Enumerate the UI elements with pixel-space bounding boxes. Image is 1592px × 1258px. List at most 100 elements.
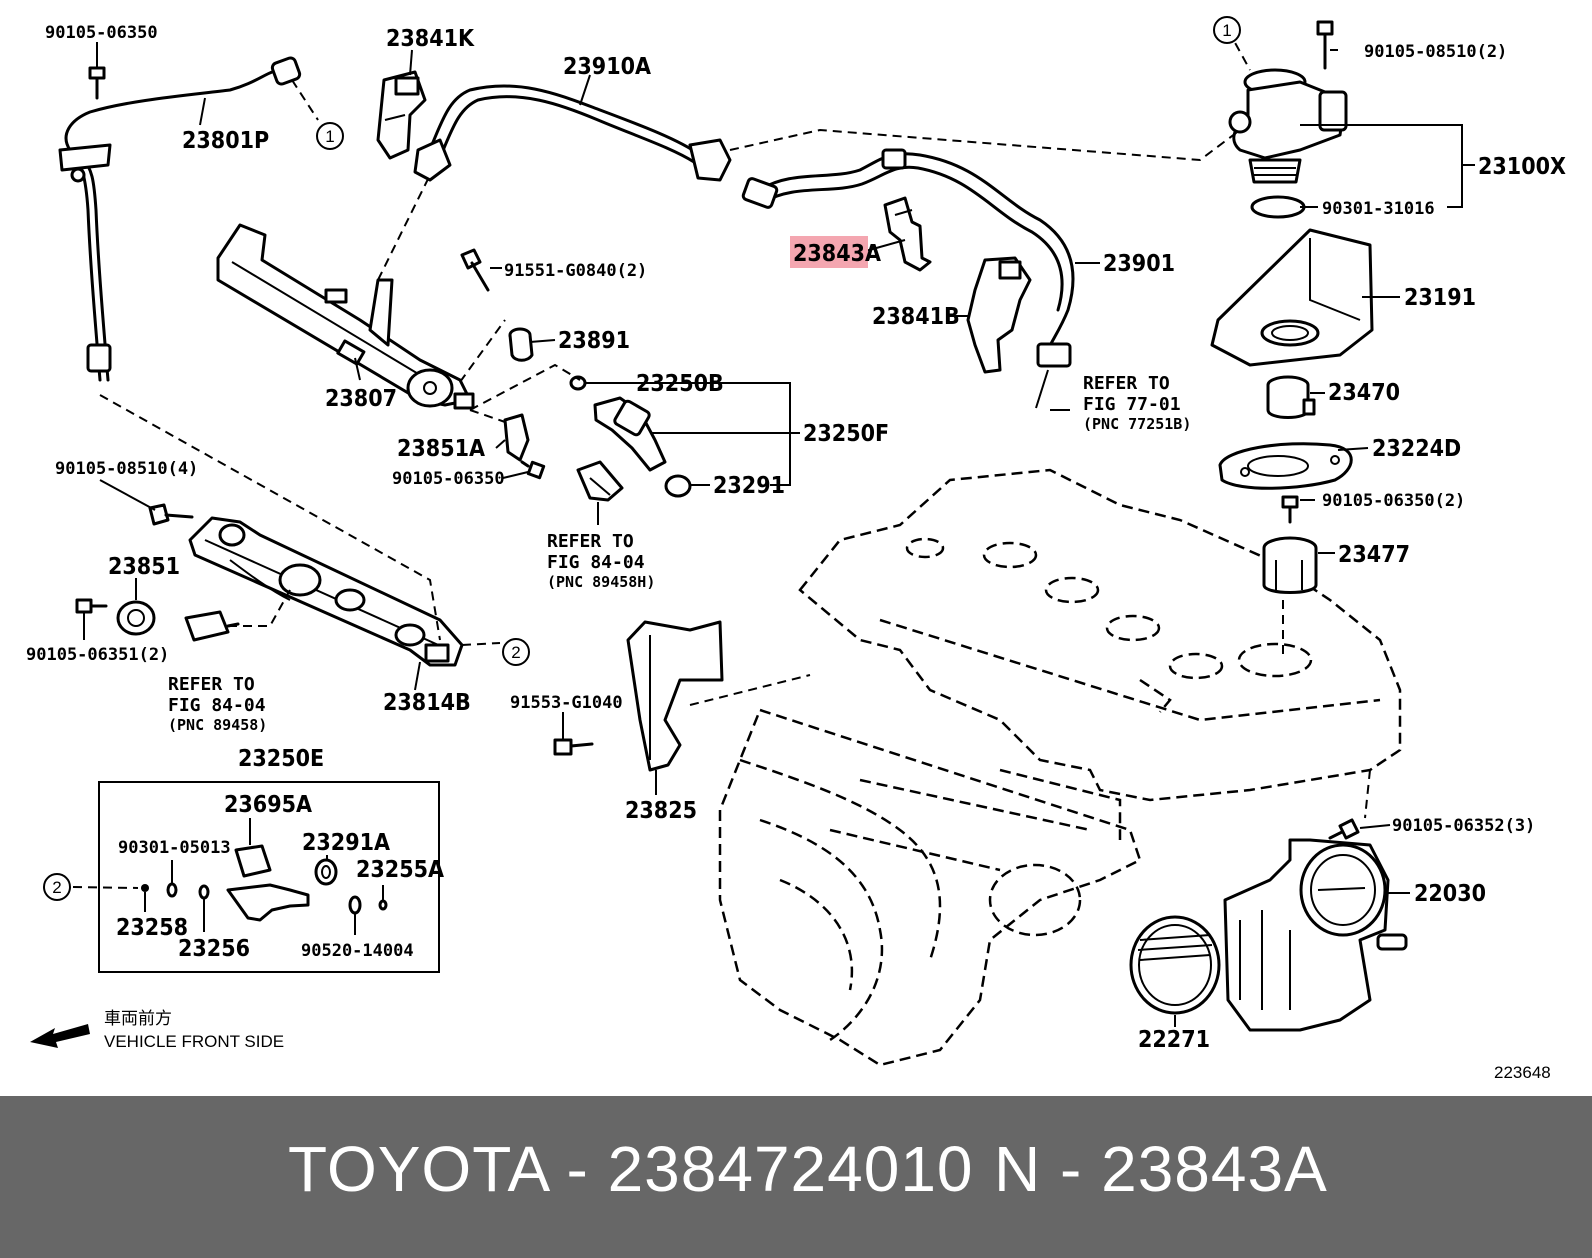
label-90520-14004[interactable]: 90520-14004 — [301, 941, 414, 961]
label-23814B[interactable]: 23814B — [383, 690, 471, 716]
svg-text:1: 1 — [1222, 21, 1231, 40]
label-23851[interactable]: 23851 — [108, 554, 180, 580]
front-arrow-icon — [30, 1024, 90, 1048]
part-23851-clamp — [116, 600, 156, 636]
bolt-90105-06350-2 — [1281, 495, 1299, 524]
svg-text:REFER TO: REFER TO — [547, 531, 634, 552]
leader-lines — [83, 42, 1475, 1027]
svg-text:(PNC 89458H): (PNC 89458H) — [547, 573, 655, 591]
part-23891-spacer — [508, 327, 534, 362]
label-23250B[interactable]: 23250B — [636, 371, 724, 397]
part-23191-insulator — [1210, 228, 1374, 367]
svg-text:FIG 84-04: FIG 84-04 — [168, 695, 266, 716]
bolt-90105-06351 — [75, 598, 108, 614]
label-23901[interactable]: 23901 — [1103, 251, 1175, 277]
label-23807[interactable]: 23807 — [325, 386, 397, 412]
part-23100X-fuel-pump — [1228, 68, 1348, 184]
pnc-code: N - 23843A — [994, 1133, 1328, 1205]
front-note-jp: 車両前方 — [104, 1009, 172, 1028]
svg-text:REFER TO: REFER TO — [1083, 373, 1170, 394]
svg-text:FIG 84-04: FIG 84-04 — [547, 552, 645, 573]
part-23843A-clip — [883, 196, 932, 272]
svg-text:2: 2 — [52, 878, 61, 897]
part-23851A-clip — [503, 413, 530, 462]
svg-text:(PNC 77251B): (PNC 77251B) — [1083, 415, 1191, 433]
label-91553-G1040[interactable]: 91553-G1040 — [510, 693, 623, 713]
part-23807-delivery-pipe — [216, 223, 475, 410]
part-info-banner: TOYOTA - 2384724010 N - 23843A — [0, 1096, 1592, 1258]
label-23224D[interactable]: 23224D — [1372, 436, 1461, 462]
label-23843A[interactable]: 23843A — [793, 241, 881, 267]
label-23250E[interactable]: 23250E — [238, 746, 324, 772]
label-22271[interactable]: 22271 — [1138, 1027, 1210, 1053]
refer-note-84-04-b: REFER TO FIG 84-04 (PNC 89458) — [168, 674, 267, 734]
bolt-90105-08510 — [1316, 20, 1334, 70]
part-23801P-hose — [58, 56, 302, 382]
circle-marker-2-a: 2 — [502, 638, 530, 666]
kit-23250E-box — [98, 781, 440, 973]
part-23477-housing — [1262, 536, 1318, 594]
reference-lines — [72, 29, 1371, 889]
label-91551-G0840[interactable]: 91551-G0840(2) — [504, 261, 647, 281]
label-23801P[interactable]: 23801P — [182, 128, 269, 154]
label-90105-06350-mid[interactable]: 90105-06350 — [392, 469, 505, 489]
part-sensor-89458H — [576, 460, 624, 502]
label-23256[interactable]: 23256 — [178, 936, 250, 962]
svg-text:2: 2 — [511, 643, 520, 662]
label-23291[interactable]: 23291 — [713, 473, 785, 499]
svg-text:FIG 77-01: FIG 77-01 — [1083, 394, 1181, 415]
label-90301-05013[interactable]: 90301-05013 — [118, 838, 231, 858]
label-90105-06351[interactable]: 90105-06351(2) — [26, 645, 169, 665]
part-23910A-hose — [413, 84, 732, 182]
bolt-90105-06350-top — [88, 66, 106, 100]
circle-marker-2-b: 2 — [43, 873, 71, 901]
brand-part-number: TOYOTA - 2384724010 — [288, 1133, 974, 1205]
svg-text:1: 1 — [325, 127, 334, 146]
bolt-91553-G1040 — [553, 738, 594, 756]
label-23910A[interactable]: 23910A — [563, 54, 651, 80]
label-90105-06350-2[interactable]: 90105-06350(2) — [1322, 491, 1465, 511]
label-23250F[interactable]: 23250F — [803, 421, 889, 447]
label-90105-08510-4[interactable]: 90105-08510(4) — [55, 459, 198, 479]
circle-marker-1-b: 1 — [1213, 16, 1241, 44]
circle-marker-1-a: 1 — [316, 122, 344, 150]
label-23191[interactable]: 23191 — [1404, 285, 1476, 311]
label-90301-31016[interactable]: 90301-31016 — [1322, 199, 1435, 219]
label-90105-08510-2[interactable]: 90105-08510(2) — [1364, 42, 1507, 62]
vehicle-front-indicator: 車両前方 VEHICLE FRONT SIDE — [30, 1009, 284, 1051]
part-23224D-gasket — [1218, 442, 1353, 490]
part-23825-bracket — [626, 620, 724, 772]
label-23695A[interactable]: 23695A — [224, 792, 312, 818]
label-23291A[interactable]: 23291A — [302, 830, 390, 856]
label-23255A[interactable]: 23255A — [356, 857, 444, 883]
bolt-91551-G0840 — [460, 248, 490, 292]
label-90105-06350-top[interactable]: 90105-06350 — [45, 23, 158, 43]
bolt-90105-06352 — [1328, 818, 1360, 840]
part-23470-lifter — [1266, 375, 1316, 419]
label-23470[interactable]: 23470 — [1328, 380, 1400, 406]
label-90105-06352[interactable]: 90105-06352(3) — [1392, 816, 1535, 836]
refer-note-84-04-a: REFER TO FIG 84-04 (PNC 89458H) — [547, 531, 655, 591]
part-23841K-connector — [376, 70, 427, 160]
svg-text:(PNC 89458): (PNC 89458) — [168, 716, 267, 734]
label-23841B[interactable]: 23841B — [872, 304, 960, 330]
front-note-en: VEHICLE FRONT SIDE — [104, 1032, 284, 1051]
label-23841K[interactable]: 23841K — [386, 26, 475, 52]
label-22030[interactable]: 22030 — [1414, 881, 1486, 907]
label-23100X[interactable]: 23100X — [1478, 154, 1566, 180]
part-23901-hose — [741, 148, 1075, 368]
svg-text:REFER TO: REFER TO — [168, 674, 255, 695]
label-23891[interactable]: 23891 — [558, 328, 630, 354]
label-23258[interactable]: 23258 — [116, 915, 188, 941]
part-23814B-fuel-rail — [188, 516, 464, 667]
highlight-23843A — [790, 236, 868, 268]
part-23841B-connector — [966, 256, 1032, 374]
parts-diagram: 1 1 2 2 90105-06350 23841K 23910A 23801P… — [26, 16, 1566, 1082]
label-23825[interactable]: 23825 — [625, 798, 697, 824]
bolt-90105-08510-4 — [148, 503, 194, 526]
label-23477[interactable]: 23477 — [1338, 542, 1410, 568]
diagram-id: 223648 — [1494, 1063, 1551, 1082]
part-22271-gasket — [1129, 915, 1221, 1015]
label-23851A[interactable]: 23851A — [397, 436, 485, 462]
refer-note-77-01: REFER TO FIG 77-01 (PNC 77251B) — [1083, 373, 1191, 433]
